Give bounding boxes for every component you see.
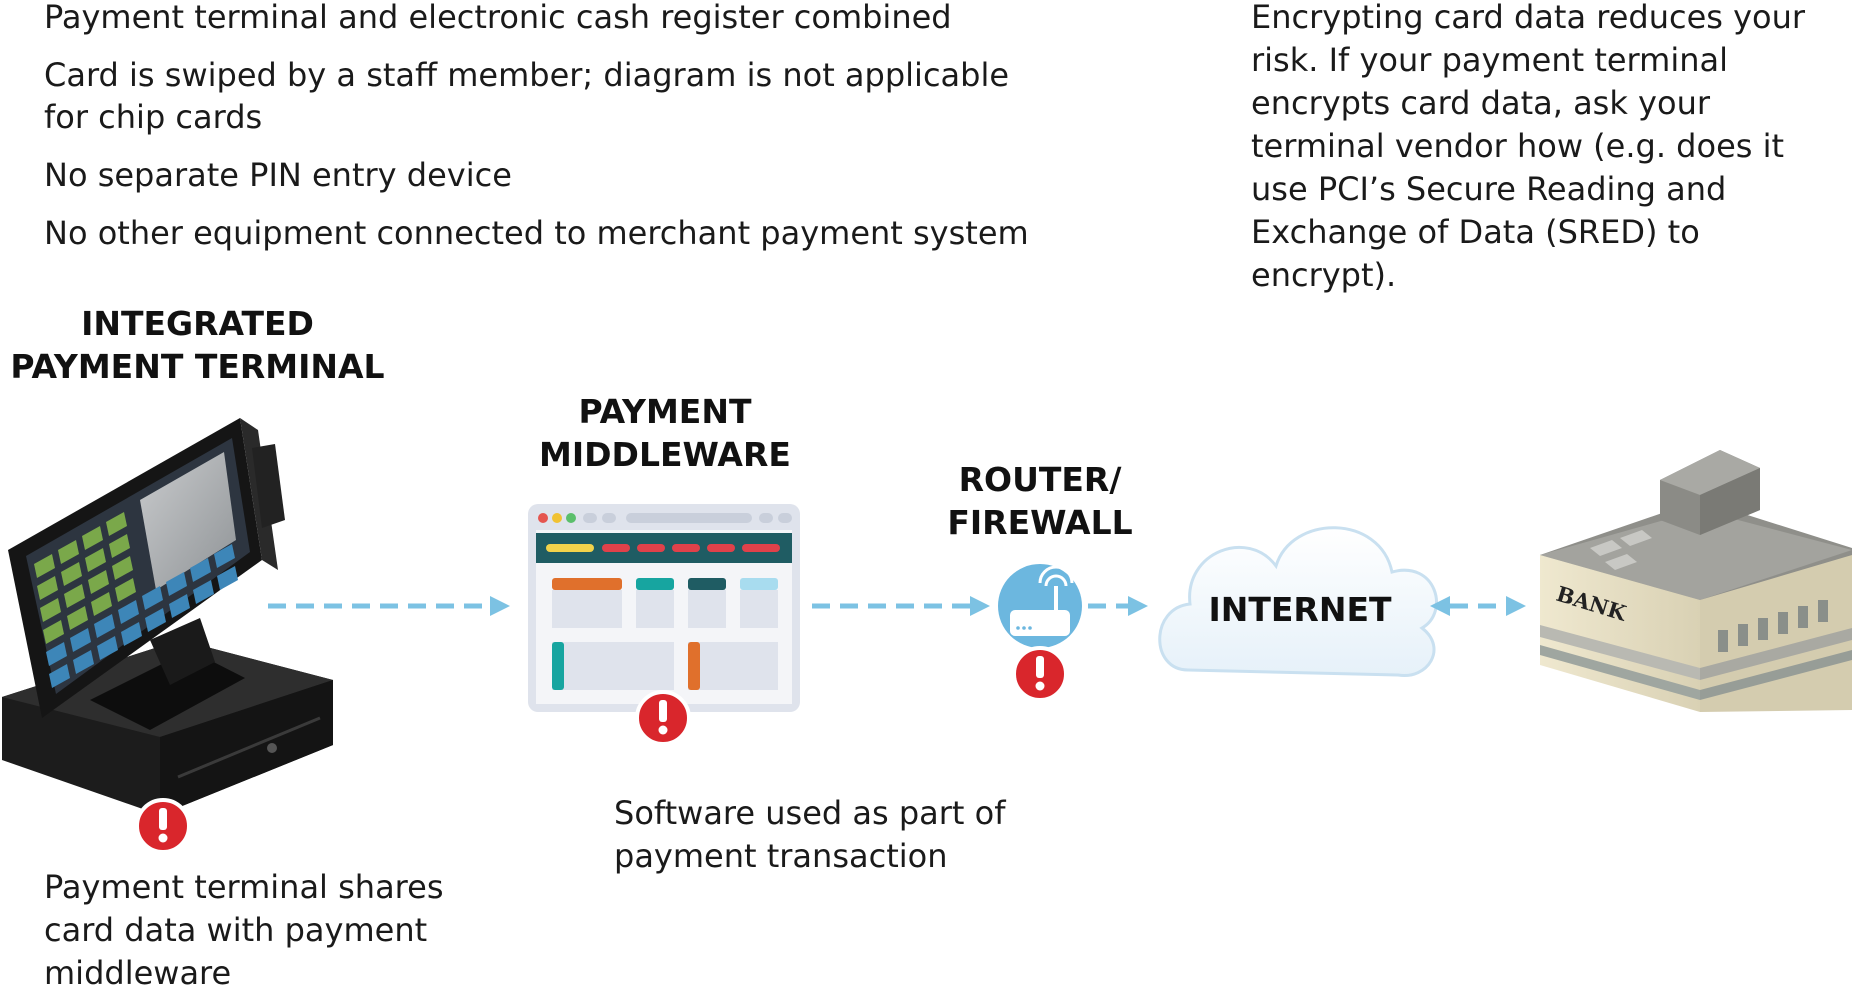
warning-icon [135, 798, 191, 854]
terminal-label: INTEGRATED PAYMENT TERMINAL [10, 304, 385, 386]
internet-cloud-icon [1158, 526, 1438, 677]
requirement-item: No separate PIN entry device [44, 156, 512, 194]
middleware-software-icon [528, 504, 800, 712]
warning-icon [635, 690, 691, 746]
router-icon [998, 564, 1082, 648]
warning-icon [1012, 646, 1068, 702]
requirement-item: Payment terminal and electronic cash reg… [44, 0, 952, 36]
middleware-label: PAYMENT MIDDLEWARE [539, 392, 791, 474]
requirement-item: Card is swiped by a staff member; diagra… [44, 56, 1010, 136]
middleware-caption: Software used as part of payment transac… [614, 794, 1006, 875]
terminal-caption: Payment terminal shares card data with p… [44, 868, 444, 992]
arrow-heads [490, 596, 1526, 616]
bank-building-icon: BANK [1540, 450, 1852, 712]
encryption-note: Encrypting card data reduces your risk. … [1251, 0, 1806, 294]
internet-label: INTERNET [1208, 590, 1392, 629]
requirements-list: Payment terminal and electronic cash reg… [44, 0, 1064, 254]
requirement-item: No other equipment connected to merchant… [44, 214, 1029, 252]
payment-terminal-icon [2, 418, 333, 815]
router-label: ROUTER/ FIREWALL [947, 460, 1133, 542]
